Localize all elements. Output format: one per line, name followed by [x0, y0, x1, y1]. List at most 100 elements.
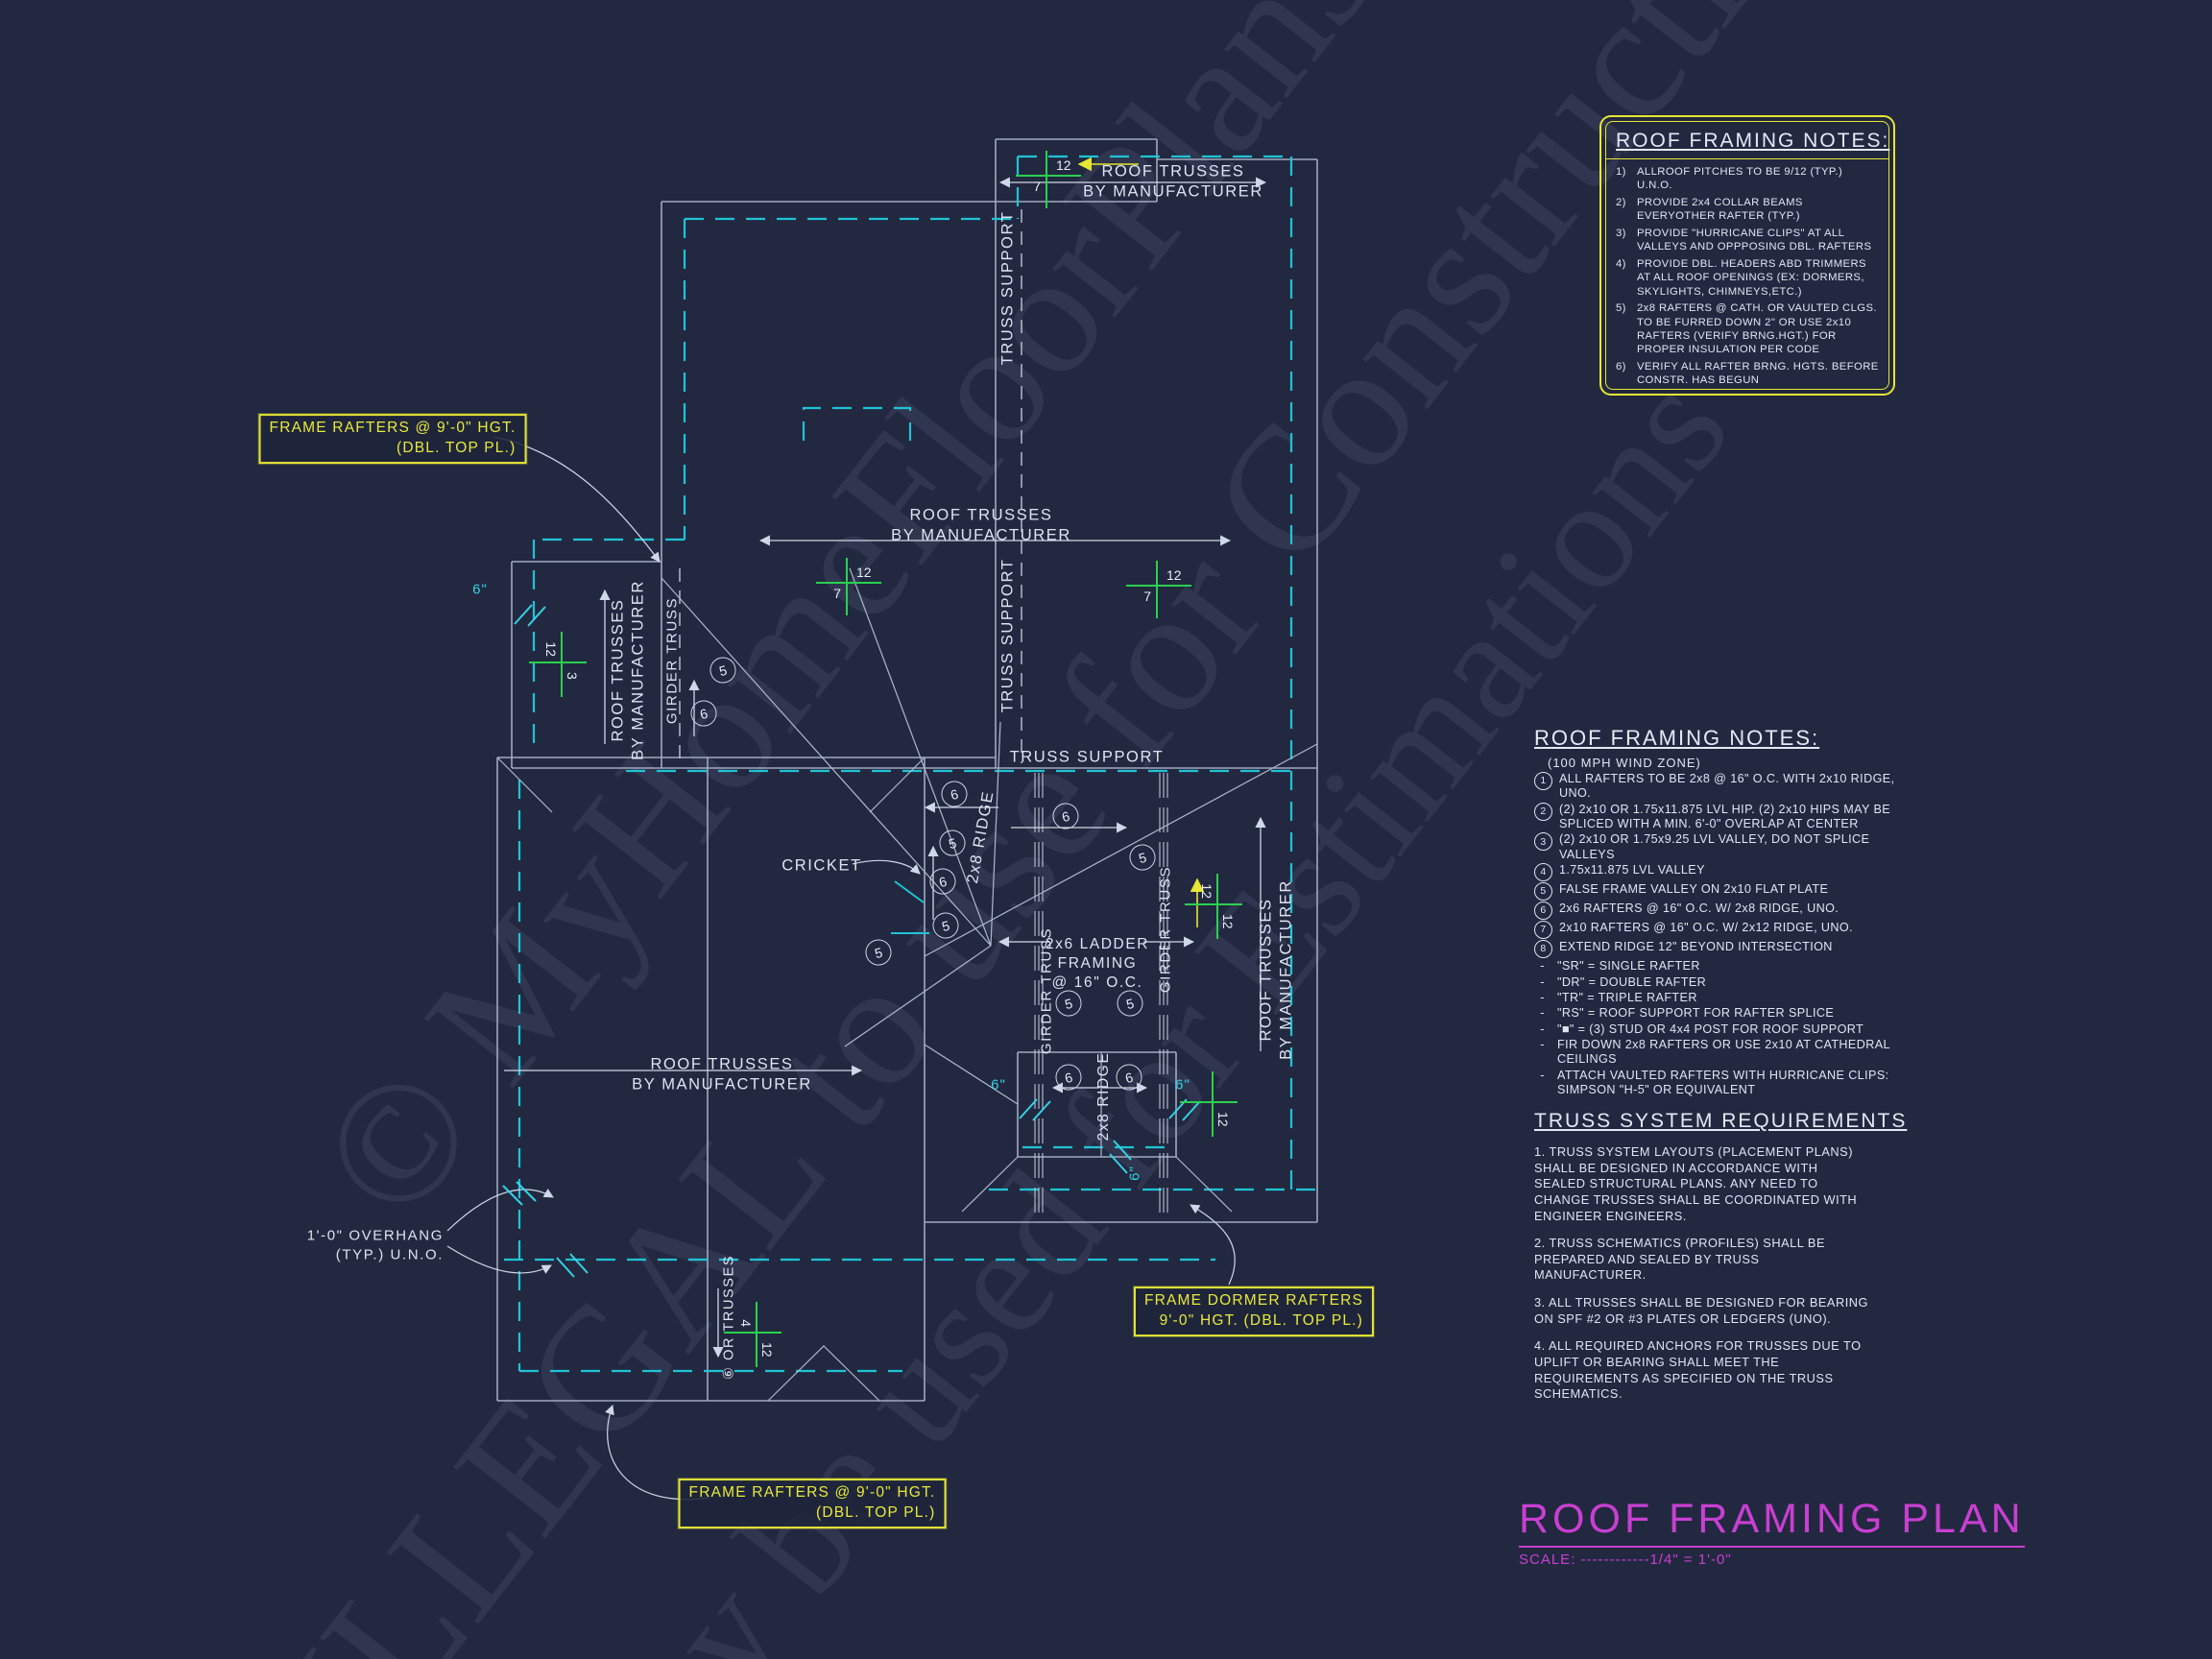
- roof-framing-notes-box-inner: ROOF FRAMING NOTES: 1) ALLROOF PITCHES TO…: [1605, 121, 1889, 390]
- pitch-cross-icon: 127: [1016, 151, 1081, 208]
- note-text: (2) 2x10 OR 1.75x9.25 LVL VALLEY, DO NOT…: [1559, 832, 1870, 861]
- roof-pitch-marker: 12 4: [710, 1286, 803, 1379]
- note-dash: -: [1540, 974, 1545, 989]
- hip-valley-ridge-lines: [496, 567, 1318, 1402]
- pitch-cross-icon: 127: [816, 558, 881, 615]
- roof-trusses-top-label: ROOF TRUSSES BY MANUFACTURER: [1083, 162, 1263, 201]
- wind-note-item: 2(2) 2x10 OR 1.75x11.875 LVL HIP. (2) 2x…: [1534, 802, 1901, 832]
- note-number: 3): [1616, 227, 1626, 239]
- notes-title-rule: [1605, 158, 1889, 159]
- truss-requirements-list: 1. TRUSS SYSTEM LAYOUTS (PLACEMENT PLANS…: [1534, 1144, 1872, 1403]
- tick-marks: [502, 604, 1201, 1278]
- keynote-marker-5: 5: [862, 936, 895, 969]
- roof-trusses-bottom-label: ROOF TRUSSES BY MANUFACTURER: [632, 1055, 812, 1094]
- roof-framing-notes-title: ROOF FRAMING NOTES:: [1616, 130, 1890, 152]
- overhang-dashed-lines: [504, 155, 1317, 1373]
- note-text: PROVIDE "HURRICANE CLIPS" AT ALL VALLEYS…: [1637, 227, 1872, 253]
- note-text: 2x10 RAFTERS @ 16" O.C. W/ 2x12 RIDGE, U…: [1559, 921, 1853, 935]
- truss-requirement-paragraph: 2. TRUSS SCHEMATICS (PROFILES) SHALL BE …: [1534, 1236, 1825, 1283]
- note-text: PROVIDE DBL. HEADERS ABD TRIMMERS AT ALL…: [1637, 257, 1866, 298]
- keynote-marker-6: 6: [938, 778, 971, 810]
- note-text: "■" = (3) STUD OR 4x4 POST FOR ROOF SUPP…: [1557, 1022, 1864, 1036]
- note-dash: -: [1540, 1068, 1545, 1082]
- framing-note-item: 4)PROVIDE DBL. HEADERS ABD TRIMMERS AT A…: [1616, 257, 1879, 299]
- ladder-framing-label: 2x6 LADDER FRAMING @ 16" O.C.: [1045, 935, 1150, 992]
- dimension-tick-label: 6": [991, 1076, 1006, 1094]
- note-text: 2x8 RAFTERS @ CATH. OR VAULTED CLGS. TO …: [1637, 302, 1877, 356]
- note-text: "DR" = DOUBLE RAFTER: [1557, 974, 1707, 989]
- svg-text:12: 12: [856, 565, 872, 580]
- truss-support-horiz-label: TRUSS SUPPORT: [1009, 748, 1165, 766]
- note-number: 6): [1616, 360, 1626, 373]
- note-dash: -: [1540, 959, 1545, 974]
- svg-text:4: 4: [738, 1319, 754, 1327]
- note-circled-number: 7: [1534, 921, 1552, 940]
- note-circled-number: 8: [1534, 940, 1552, 959]
- keynote-marker-5: 5: [707, 654, 739, 686]
- note-dash: -: [1540, 990, 1545, 1004]
- keynote-marker-5: 5: [1126, 841, 1159, 874]
- pitch-cross-icon: 127: [1126, 561, 1191, 618]
- note-text: 2x6 RAFTERS @ 16" O.C. W/ 2x8 RIDGE, UNO…: [1559, 902, 1839, 916]
- note-text: ATTACH VAULTED RAFTERS WITH HURRICANE CL…: [1557, 1068, 1889, 1097]
- svg-text:12: 12: [1166, 567, 1182, 583]
- wind-note-item: 5 FALSE FRAME VALLEY ON 2x10 FLAT PLATE: [1534, 882, 1901, 902]
- framing-note-item: 2)PROVIDE 2x4 COLLAR BEAMS EVERYOTHER RA…: [1616, 196, 1879, 224]
- keynote-marker-5: 5: [929, 909, 962, 942]
- note-text: "RS" = ROOF SUPPORT FOR RAFTER SPLICE: [1557, 1006, 1835, 1021]
- truss-requirements-block: TRUSS SYSTEM REQUIREMENTS 1. TRUSS SYSTE…: [1534, 1110, 1905, 1403]
- svg-text:12: 12: [759, 1342, 775, 1358]
- girder-truss-left-label: GIRDER TRUSS: [663, 596, 681, 725]
- svg-text:3: 3: [565, 672, 580, 680]
- keynote-marker-6: 6: [1052, 1061, 1085, 1094]
- sheet-title: ROOF FRAMING PLAN: [1519, 1496, 2025, 1548]
- note-text: "TR" = TRIPLE RAFTER: [1557, 990, 1697, 1004]
- wind-note-item: -"SR" = SINGLE RAFTER: [1534, 959, 1901, 974]
- keynote-marker-6: 6: [1113, 1061, 1145, 1094]
- framing-note-item: 5)2x8 RAFTERS @ CATH. OR VAULTED CLGS. T…: [1616, 301, 1879, 357]
- wind-note-item: -"■" = (3) STUD OR 4x4 POST FOR ROOF SUP…: [1534, 1022, 1901, 1037]
- keynote-marker-6: 6: [926, 865, 959, 898]
- note-circled-number: 3: [1534, 832, 1552, 852]
- truss-support-dashed-lines: [679, 209, 1022, 763]
- overhang-label: 1'-0" OVERHANG (TYP.) U.N.O.: [306, 1227, 444, 1263]
- wind-note-item: -ATTACH VAULTED RAFTERS WITH HURRICANE C…: [1534, 1069, 1901, 1098]
- keynote-marker-6: 6: [1049, 800, 1082, 832]
- note-text: ALL RAFTERS TO BE 2x8 @ 16" O.C. WITH 2x…: [1559, 772, 1895, 801]
- keynote-marker-5: 5: [936, 827, 969, 859]
- note-text: "SR" = SINGLE RAFTER: [1557, 959, 1700, 974]
- keynote-marker-6: 6: [687, 697, 720, 730]
- framing-note-item: 6)VERIFY ALL RAFTER BRNG. HGTS. BEFORE C…: [1616, 360, 1879, 388]
- wind-zone-notes-block: ROOF FRAMING NOTES: (100 MPH WIND ZONE) …: [1534, 726, 1901, 1098]
- note-text: ALLROOF PITCHES TO BE 9/12 (TYP.) U.N.O.: [1637, 166, 1843, 192]
- note-text: FALSE FRAME VALLEY ON 2x10 FLAT PLATE: [1559, 882, 1829, 897]
- note-dash: -: [1540, 1037, 1545, 1051]
- dimension-tick-label: 6": [1126, 1166, 1143, 1181]
- frame-dormer-rafters-label: FRAME DORMER RAFTERS 9'-0" HGT. (DBL. TO…: [1133, 1286, 1375, 1336]
- pitch-cross-icon: 312: [529, 632, 587, 697]
- note-circled-number: 2: [1534, 802, 1552, 821]
- note-number: 2): [1616, 196, 1626, 208]
- wind-note-item: -"DR" = DOUBLE RAFTER: [1534, 975, 1901, 990]
- pitch-cross-icon: 12: [1180, 1071, 1238, 1137]
- wind-note-item: 7 2x10 RAFTERS @ 16" O.C. W/ 2x12 RIDGE, …: [1534, 921, 1901, 940]
- wind-zone-subtitle: (100 MPH WIND ZONE): [1548, 756, 1701, 770]
- note-text: 1.75x11.875 LVL VALLEY: [1559, 863, 1705, 878]
- truss-requirement-paragraph: 1. TRUSS SYSTEM LAYOUTS (PLACEMENT PLANS…: [1534, 1144, 1858, 1223]
- dimension-tick-label: 6": [472, 581, 488, 598]
- note-number: 1): [1616, 166, 1626, 178]
- dimension-tick-label: 6": [1175, 1076, 1190, 1094]
- truss-support-mid-label: TRUSS SUPPORT: [998, 558, 1017, 713]
- note-circled-number: 5: [1534, 882, 1552, 902]
